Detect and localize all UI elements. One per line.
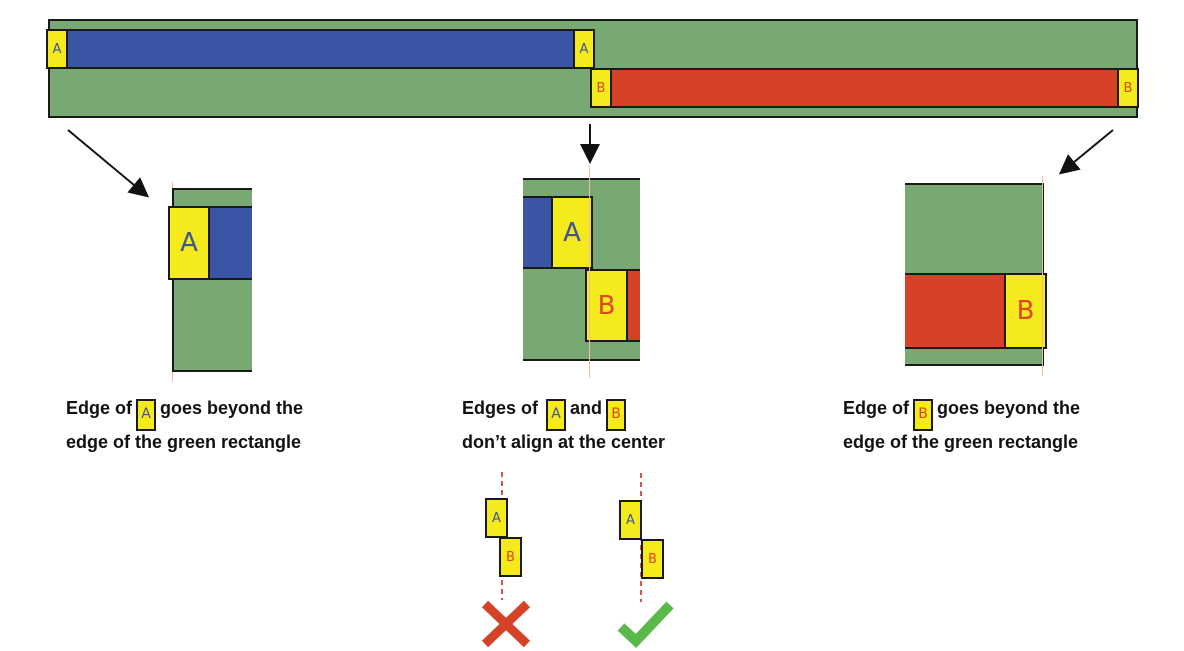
cross-icon bbox=[481, 600, 531, 648]
caption-right-line2: edge of the green rectangle bbox=[843, 432, 1079, 452]
inline-tab-b: B bbox=[606, 399, 627, 431]
left-zoom-blue bbox=[206, 206, 252, 280]
tab-b-left-label: B bbox=[596, 80, 606, 96]
right-zoom-tab-b-label: B bbox=[1016, 296, 1035, 326]
center-zoom-tab-a-label: A bbox=[563, 217, 581, 248]
tab-b-right-label: B bbox=[1123, 80, 1133, 96]
inline-tab-a: A bbox=[136, 399, 156, 431]
tab-a-left: A bbox=[46, 29, 68, 69]
red-bar-b bbox=[608, 68, 1120, 108]
center-zoom-tab-b: B bbox=[585, 269, 628, 342]
blue-bar-a bbox=[66, 29, 576, 69]
arrow-left bbox=[67, 129, 150, 198]
example-wrong-tab-a: A bbox=[485, 498, 508, 538]
center-guide-line bbox=[589, 166, 590, 378]
arrow-right bbox=[1058, 129, 1114, 175]
right-guide-line bbox=[1042, 176, 1043, 376]
tab-b-right: B bbox=[1117, 68, 1139, 108]
caption-center-line2: don’t align at the center bbox=[462, 432, 666, 452]
inline-tab-a: A bbox=[546, 399, 567, 431]
caption-left-line2: edge of the green rectangle bbox=[66, 432, 302, 452]
example-right-tab-b: B bbox=[641, 539, 664, 579]
tab-a-left-label: A bbox=[52, 41, 62, 57]
center-zoom-tab-a: A bbox=[551, 196, 593, 269]
example-wrong-tab-b: B bbox=[499, 537, 522, 577]
tab-a-right: A bbox=[573, 29, 595, 69]
tab-b-left: B bbox=[590, 68, 612, 108]
check-icon bbox=[617, 601, 674, 649]
left-zoom-tab-a: A bbox=[168, 206, 210, 280]
center-zoom-tab-b-label: B bbox=[597, 290, 616, 321]
inline-tab-b: B bbox=[913, 399, 933, 431]
tab-a-right-label: A bbox=[579, 41, 589, 57]
right-zoom-red bbox=[905, 273, 1009, 349]
right-zoom-tab-b: B bbox=[1004, 273, 1047, 349]
left-zoom-tab-a-label: A bbox=[180, 228, 198, 258]
example-right-tab-a: A bbox=[619, 500, 642, 540]
